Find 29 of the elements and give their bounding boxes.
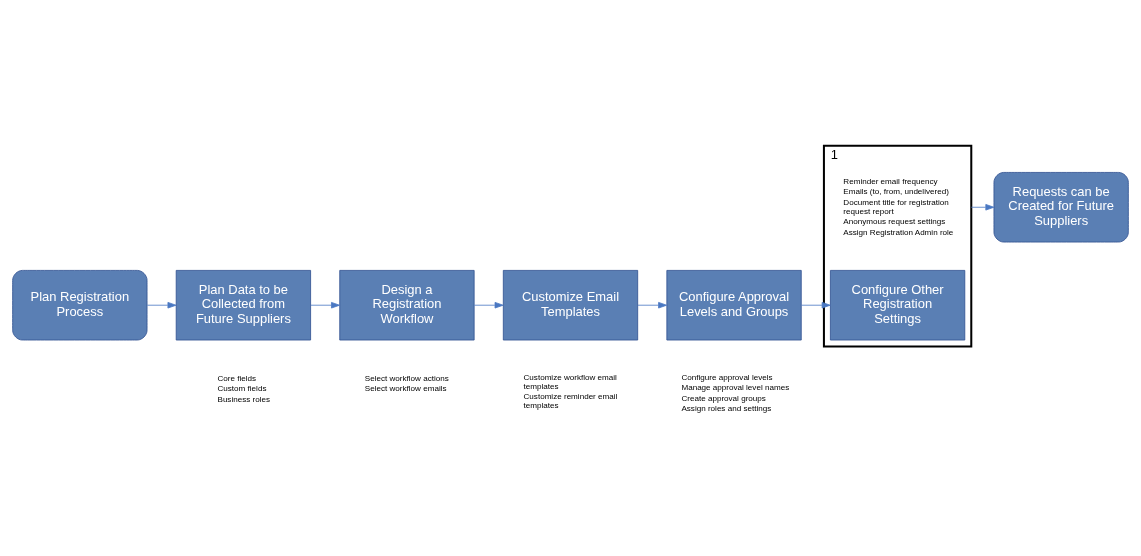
node-label: Core fields — [217, 373, 257, 383]
node-label: Assign Registration Admin role — [843, 227, 954, 237]
node-label: Document title for registration request report — [843, 197, 949, 216]
node-box: Requests can be Created for Future Suppliers — [993, 171, 1129, 242]
node-label: Custom fields — [217, 383, 267, 393]
node-box: Configure Other Registration Settings — [830, 269, 966, 340]
node-label: Select workflow emails — [364, 383, 447, 393]
node-box: Customize Email Templates — [502, 269, 639, 340]
node-box: Plan Registration Process — [12, 269, 148, 340]
arrow — [473, 301, 504, 308]
node-box: Design a Registration Workflow — [339, 269, 475, 340]
node-label: Assign roles and settings — [681, 403, 772, 413]
node-label: Business roles — [217, 394, 271, 404]
arrow — [637, 301, 668, 308]
node-box: Plan Data to be Collected from Future Suppliers — [175, 269, 311, 340]
arrow — [146, 301, 177, 308]
arrow — [801, 301, 831, 308]
node-label: Emails (to, from, undelivered) — [843, 186, 949, 196]
node-label: Reminder email frequency — [843, 176, 938, 186]
node-label: Customize reminder email templates — [523, 391, 618, 410]
node-label: Manage approval level names — [681, 382, 790, 392]
node-label: Select workflow actions — [364, 373, 449, 383]
node-label: Anonymous request settings — [843, 216, 946, 226]
node-box: Configure Approval Levels and Groups — [666, 269, 802, 340]
arrow — [310, 301, 340, 308]
node-label: Customize workflow email templates — [523, 372, 617, 391]
node-label: Configure approval levels — [681, 372, 773, 382]
node-label: Create approval groups — [681, 393, 766, 403]
arrow — [970, 203, 995, 210]
